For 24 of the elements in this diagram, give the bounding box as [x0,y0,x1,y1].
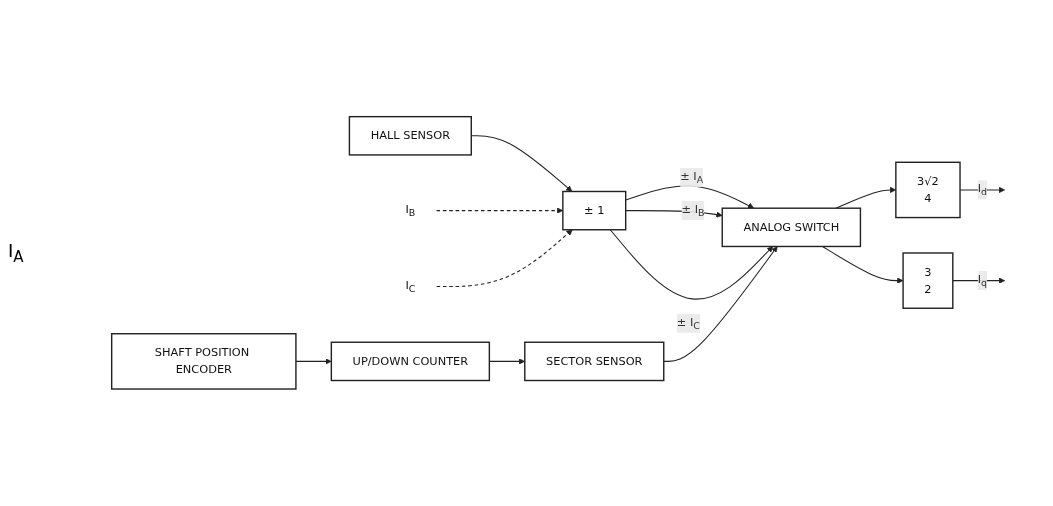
node-box: SHAFT POSITION ENCODER [110,333,297,390]
edge-label: ± I$_{A}$ [680,169,704,186]
edge-label: ± I$_{C}$ [676,315,700,331]
node-box: 3√2 4 [895,161,961,219]
node-text: I$_{B}$ [405,202,416,219]
node-box: SECTOR SENSOR [524,341,665,382]
arrow [625,185,755,209]
node-box: UP/DOWN COUNTER [330,341,491,382]
node-text: I$_{C}$ [405,278,416,295]
node-box: HALL SENSOR [348,116,472,156]
arrow [821,246,904,284]
node-box: ANALOG SWITCH [721,207,862,248]
node-box: ± 1 [562,190,627,231]
node-box: 3 2 [902,252,954,310]
edge-label: I$_{d}$ [977,181,988,198]
edge-label: ± I$_{B}$ [681,202,705,219]
arrow [625,210,723,218]
arrow [436,229,573,288]
arrow [609,229,774,300]
arrow [952,277,1006,284]
arrow [295,358,332,365]
edge-label: I$_{q}$ [977,272,988,289]
signal-label: I$_{A}$ [8,240,25,266]
arrow [663,246,778,363]
